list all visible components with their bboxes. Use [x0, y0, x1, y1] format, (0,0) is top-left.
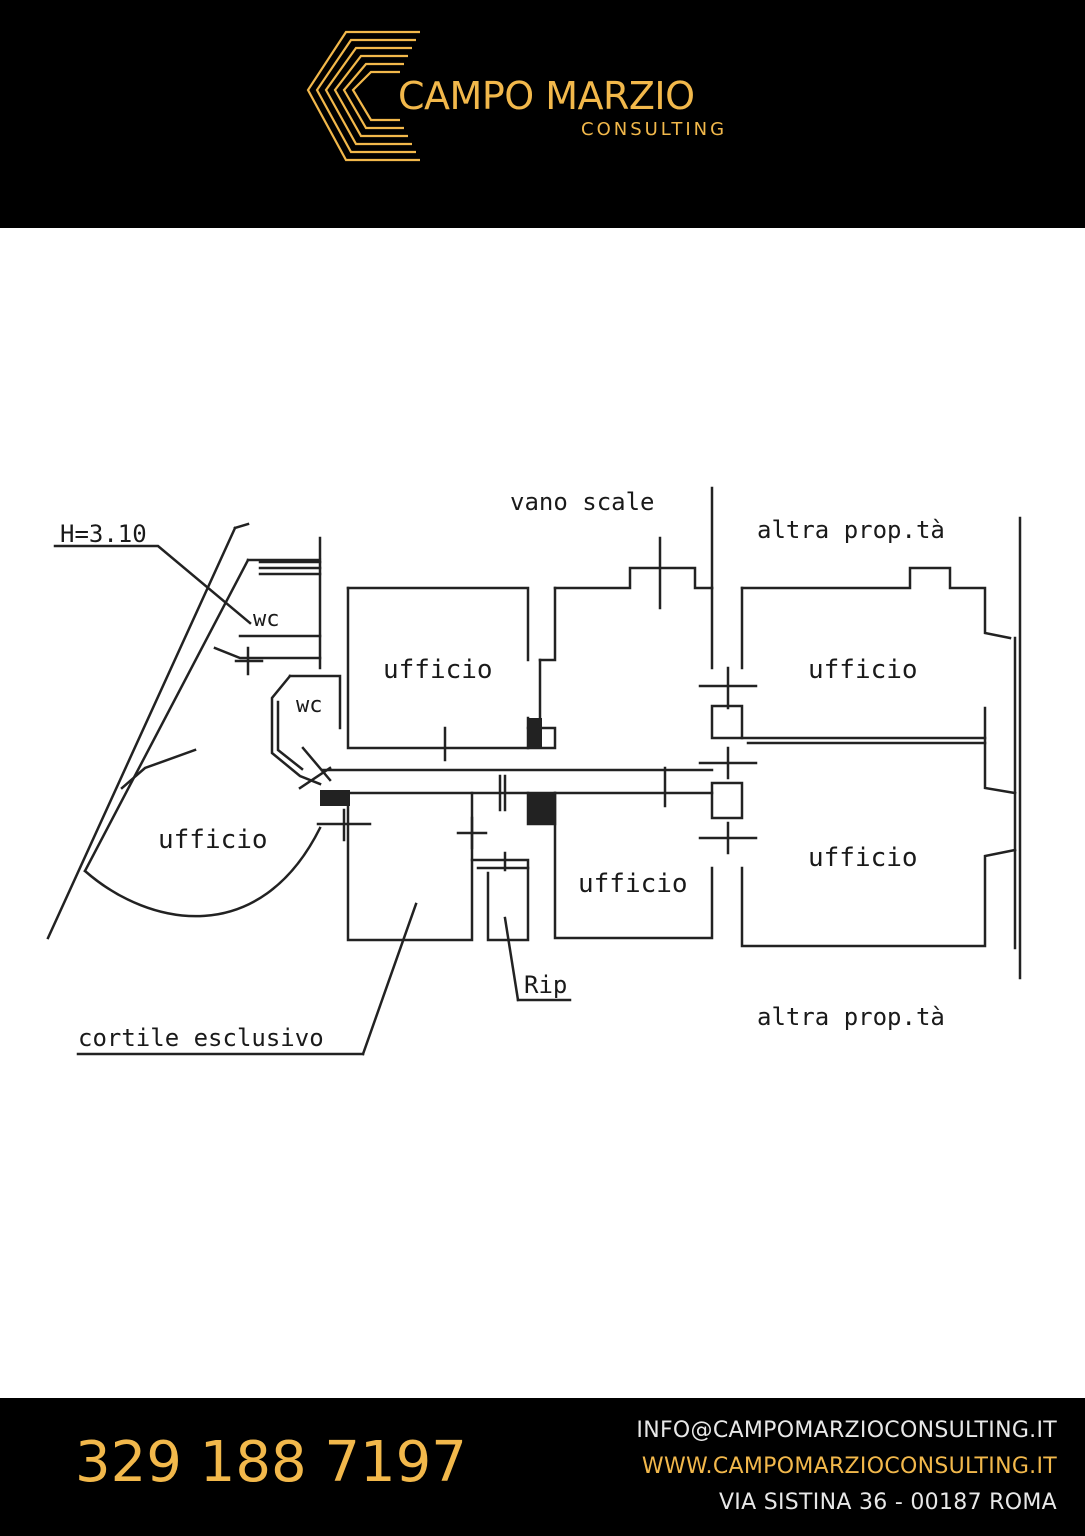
campo-marzio-logo-icon	[306, 30, 420, 162]
height-label: H=3.10	[60, 520, 147, 548]
floor-plan: H=3.10 vano scale altra prop.tà wc wc uf…	[0, 228, 1085, 1398]
other-property-top-label: altra prop.tà	[757, 516, 945, 544]
office-top-right-label: ufficio	[808, 655, 918, 685]
stairwell-label: vano scale	[510, 488, 655, 516]
office-bottom-right-label: ufficio	[808, 843, 918, 873]
header-banner: CAMPO MARZIO CONSULTING	[0, 0, 1085, 228]
email-link[interactable]: INFO@CAMPOMARZIOCONSULTING.IT	[636, 1418, 1057, 1443]
brand-name: CAMPO MARZIO	[398, 74, 695, 118]
wc-lower-label: wc	[296, 693, 323, 718]
storage-label: Rip	[524, 971, 567, 999]
office-bottom-center-label: ufficio	[578, 869, 688, 899]
phone-number[interactable]: 329 188 7197	[75, 1430, 467, 1495]
wc-upper-label: wc	[253, 607, 280, 632]
other-property-bottom-label: altra prop.tà	[757, 1003, 945, 1031]
floor-plan-drawing: H=3.10 vano scale altra prop.tà wc wc uf…	[46, 486, 1022, 1056]
office-top-center-label: ufficio	[383, 655, 493, 685]
office-left-label: ufficio	[158, 825, 268, 855]
brand-tagline: CONSULTING	[581, 119, 728, 140]
address-text: VIA SISTINA 36 - 00187 ROMA	[718, 1490, 1057, 1515]
courtyard-label: cortile esclusivo	[78, 1024, 324, 1052]
footer-banner: 329 188 7197 INFO@CAMPOMARZIOCONSULTING.…	[0, 1398, 1085, 1536]
website-link[interactable]: WWW.CAMPOMARZIOCONSULTING.IT	[641, 1454, 1057, 1479]
